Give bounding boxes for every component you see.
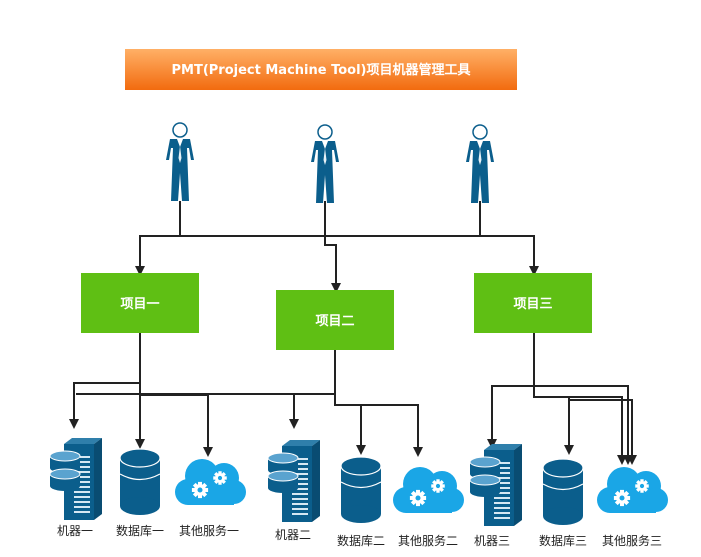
database-icon (340, 456, 382, 524)
resource-label-machine-3: 机器三 (474, 534, 510, 548)
resource-label-service-2: 其他服务二 (398, 533, 458, 548)
project-label: 项目三 (513, 297, 552, 312)
resource-label-db-1: 数据库一 (116, 523, 164, 538)
person-icon (465, 124, 495, 204)
title-banner (125, 49, 517, 90)
resource-label-service-1: 其他服务一 (179, 523, 239, 538)
person-icon (310, 124, 340, 204)
database-icon (542, 458, 584, 526)
user-project-connectors (135, 201, 539, 293)
person-icon (165, 122, 195, 202)
resource-label-machine-2: 机器二 (275, 528, 311, 542)
cloud-gear-icon (175, 459, 246, 505)
cloud-gear-icon (597, 467, 668, 513)
database-icon (119, 448, 161, 516)
project-node-1: 项目一 (81, 273, 199, 333)
resource-label-db-2: 数据库二 (337, 533, 385, 548)
server-icon (267, 439, 321, 523)
project-resource-connectors (69, 333, 637, 465)
resource-label-service-3: 其他服务三 (602, 533, 662, 548)
resource-label-db-3: 数据库三 (539, 533, 587, 548)
page-title: PMT(Project Machine Tool)项目机器管理工具 (172, 62, 471, 78)
project-node-3: 项目三 (474, 273, 592, 333)
cloud-gear-icon (393, 467, 464, 513)
server-icon (49, 437, 103, 521)
resource-label-machine-1: 机器一 (57, 524, 93, 538)
project-label: 项目二 (315, 314, 354, 329)
project-label: 项目一 (120, 297, 159, 312)
project-node-2: 项目二 (276, 290, 394, 350)
server-icon (469, 443, 523, 527)
